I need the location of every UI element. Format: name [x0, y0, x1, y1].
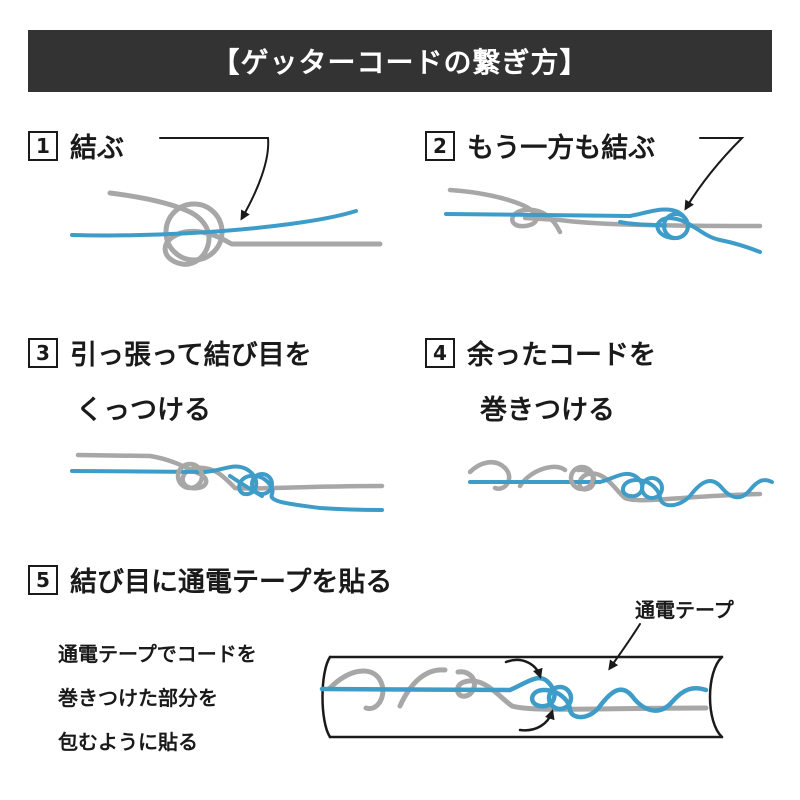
step-2-heading: 2 もう一方も結ぶ	[425, 126, 655, 165]
tape-tube-right-end	[708, 655, 724, 739]
diagram-step-2	[444, 137, 763, 254]
step-1-heading: 1 結ぶ	[28, 126, 124, 165]
step-number-2: 2	[425, 130, 455, 161]
pointer-arrow	[159, 137, 270, 221]
step-3-text: 引っ張って結び目を	[70, 340, 312, 371]
title-banner: 【ゲッターコードの繋ぎ方】	[28, 30, 772, 92]
pointer-arrow	[684, 137, 745, 211]
blue-cord	[444, 207, 762, 254]
step-number-5: 5	[28, 564, 58, 595]
tape-pointer-arrow	[608, 623, 641, 671]
diagram-step-5	[319, 623, 724, 739]
step-5-heading: 5 結び目に通電テープを貼る	[28, 560, 392, 599]
tape-label: 通電テープ	[635, 598, 734, 622]
step-4-heading: 4 余ったコードを	[425, 333, 656, 372]
diagram-step-1	[70, 137, 383, 267]
step-3-heading: 3 引っ張って結び目を	[28, 333, 312, 372]
blue-cord	[468, 471, 774, 508]
step-4-text: 余ったコードを	[467, 340, 656, 371]
step-number-1: 1	[28, 130, 58, 161]
step-1-text: 結ぶ	[70, 133, 124, 164]
knot-loop	[662, 212, 690, 240]
knot-loop	[640, 476, 664, 500]
step-number-3: 3	[28, 337, 58, 368]
knot-loop	[546, 684, 574, 712]
blue-cord	[70, 209, 358, 238]
diagram-step-3	[70, 452, 385, 512]
note-line-3: 包むように貼る	[58, 730, 198, 754]
step-5-text: 結び目に通電テープを貼る	[70, 567, 393, 598]
wrap-arrow-top	[504, 658, 543, 679]
step-2-text: もう一方も結ぶ	[467, 133, 656, 164]
note-line-1: 通電テープでコードを	[58, 642, 257, 666]
step-4-text-line2: 巻きつける	[480, 395, 615, 426]
knot-loop	[568, 464, 596, 492]
tape-tube-left-end	[321, 655, 332, 739]
knot-loop	[175, 461, 205, 491]
note-line-2: 巻きつけた部分を	[58, 686, 218, 710]
diagram-step-4	[467, 459, 774, 508]
page-title: 【ゲッターコードの繋ぎ方】	[211, 46, 589, 79]
knot-loop	[250, 472, 274, 496]
step-number-4: 4	[425, 337, 455, 368]
gray-cord	[447, 187, 763, 235]
step-3-text-line2: くっつける	[76, 395, 211, 426]
wrap-arrow-bottom	[518, 709, 555, 732]
